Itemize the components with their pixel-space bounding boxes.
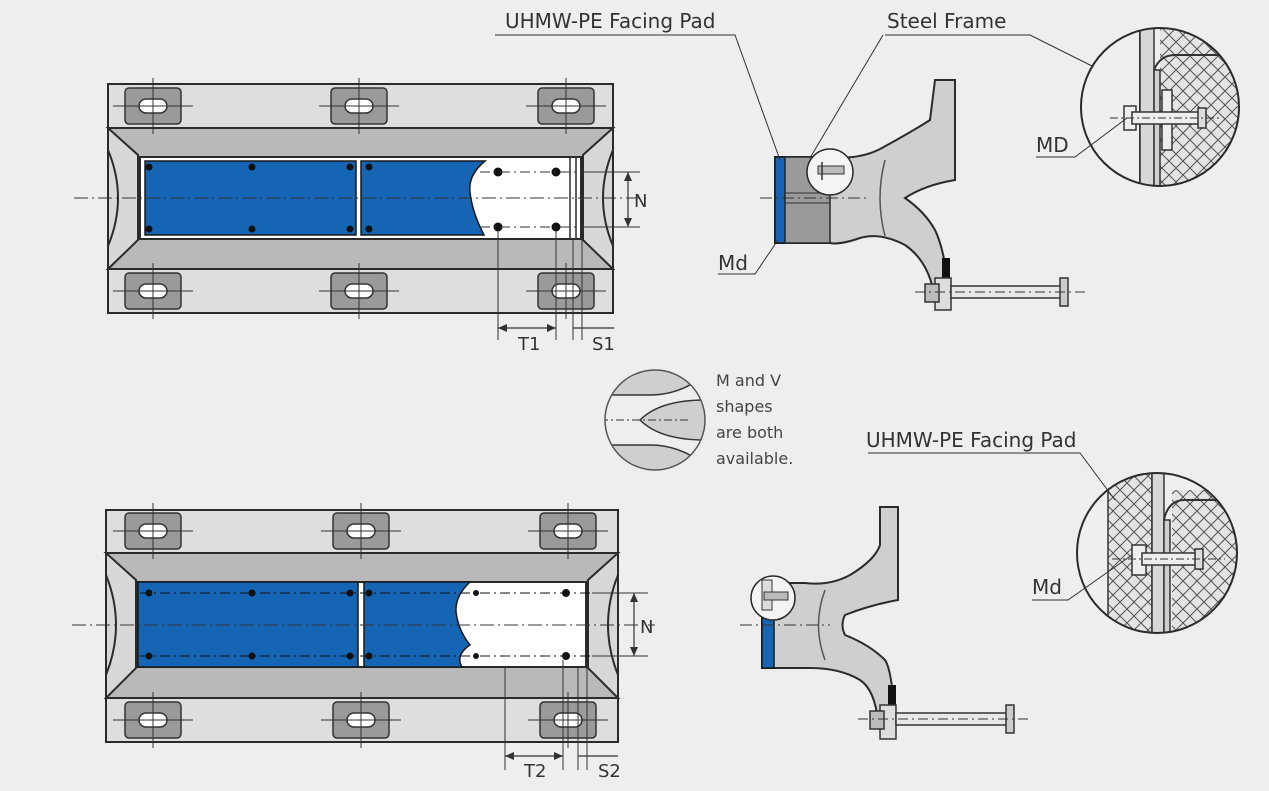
shape-note: M and V shapes are both available. — [604, 369, 793, 471]
dim-t1: T1 — [517, 334, 540, 355]
side-section-bottom — [740, 506, 1030, 740]
dim-t2: T2 — [523, 761, 546, 782]
label-uhmw-facing-pad-top: UHMW-PE Facing Pad — [505, 9, 716, 33]
note-line-1: M and V — [716, 371, 781, 390]
front-view-bottom: N T2 S2 — [72, 502, 655, 782]
note-line-4: available. — [716, 449, 793, 468]
label-uhmw-facing-pad-bottom: UHMW-PE Facing Pad — [866, 428, 1077, 452]
side-section-top: UHMW-PE Facing Pad Steel Frame Md — [495, 9, 1101, 311]
detail-circle-top: MD — [1036, 27, 1240, 187]
front-view-top: N T1 S1 — [74, 77, 650, 355]
detail-circle-bottom: UHMW-PE Facing Pad Md — [866, 428, 1238, 634]
label-md-lower: Md — [1032, 575, 1062, 599]
label-md-upper: MD — [1036, 133, 1069, 157]
dim-s1: S1 — [592, 334, 615, 355]
note-line-2: shapes — [716, 397, 773, 416]
label-steel-frame: Steel Frame — [887, 9, 1006, 33]
dim-s2: S2 — [598, 761, 621, 782]
note-line-3: are both — [716, 423, 783, 442]
dim-n-top: N — [634, 191, 647, 212]
dim-n-bottom: N — [640, 617, 653, 638]
label-md-section: Md — [718, 251, 748, 275]
